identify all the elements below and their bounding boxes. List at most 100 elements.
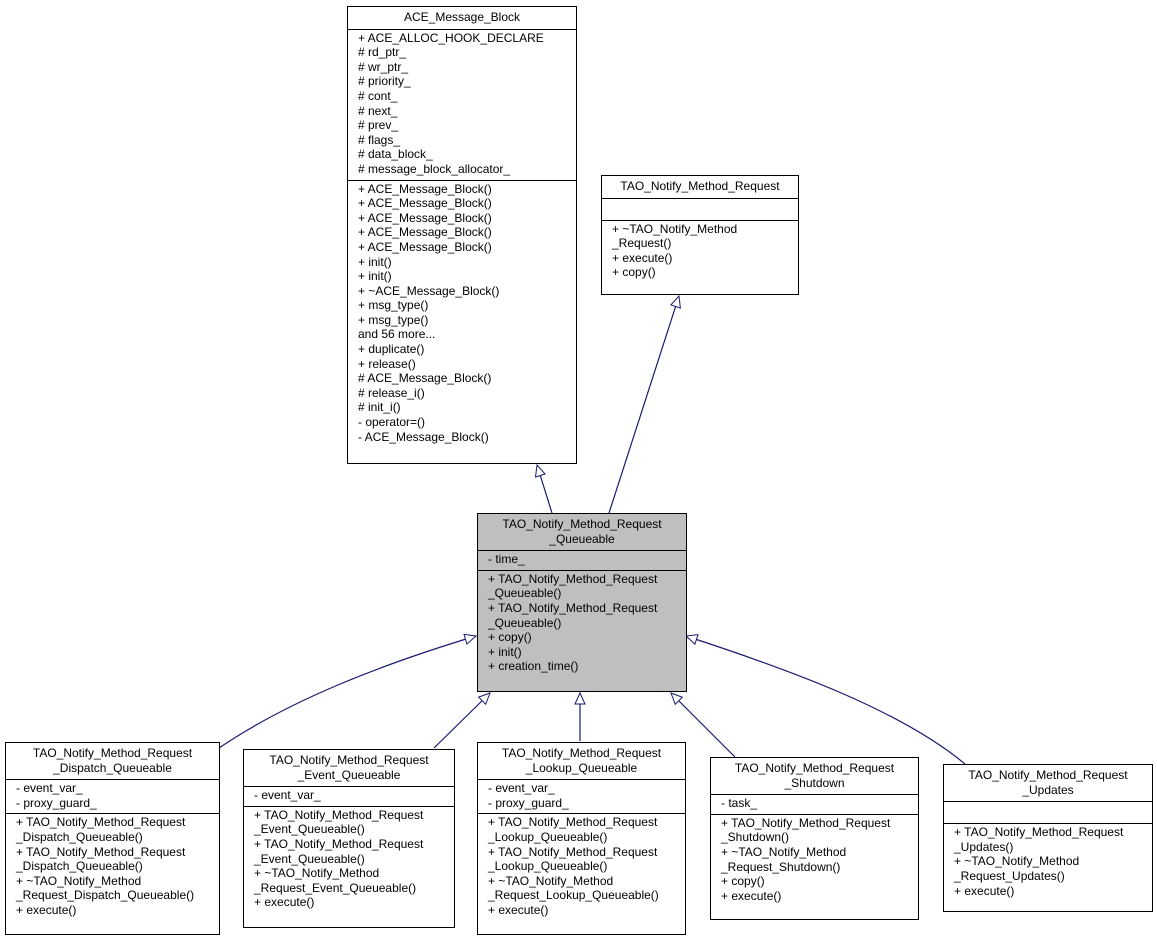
attribute-item: - event_var_ bbox=[16, 781, 83, 796]
class-title: TAO_Notify_Method_Request bbox=[602, 176, 798, 198]
attribute-item: # rd_ptr_ bbox=[358, 45, 407, 60]
method-list: + TAO_Notify_Method_Request _Shutdown() … bbox=[711, 813, 918, 907]
attribute-item: - task_ bbox=[721, 796, 758, 811]
method-item: + TAO_Notify_Method_Request bbox=[488, 571, 658, 586]
edge-shutdown-to-queueable bbox=[670, 692, 736, 758]
method-list: + TAO_Notify_Method_Request _Queueable()… bbox=[478, 569, 686, 677]
attribute-list: - event_var_ - proxy_guard_ bbox=[6, 779, 219, 813]
method-item: + TAO_Notify_Method_Request bbox=[721, 815, 891, 830]
class-title-line: TAO_Notify_Method_Request bbox=[620, 179, 780, 193]
method-list: + ~TAO_Notify_Method _Request() + execut… bbox=[602, 219, 798, 283]
attribute-item: - event_var_ bbox=[488, 781, 555, 796]
method-item: _Request() bbox=[612, 236, 672, 251]
class-title-line: _Queueable bbox=[549, 531, 615, 546]
class-ace-message-block[interactable]: ACE_Message_Block + ACE_ALLOC_HOOK_DECLA… bbox=[347, 6, 577, 464]
class-title: TAO_Notify_Method_Request _Updates bbox=[944, 765, 1152, 801]
class-title-line: _Dispatch_Queueable bbox=[53, 760, 172, 775]
attribute-list: - event_var_ bbox=[244, 786, 454, 806]
method-item: + ACE_Message_Block() bbox=[358, 225, 492, 240]
class-title-line: ACE_Message_Block bbox=[403, 10, 521, 24]
attribute-item: - proxy_guard_ bbox=[488, 795, 569, 810]
method-item: + TAO_Notify_Method_Request bbox=[16, 815, 186, 830]
attribute-item: # next_ bbox=[358, 103, 398, 118]
method-item: + TAO_Notify_Method_Request bbox=[254, 807, 424, 822]
method-item: + init() bbox=[488, 644, 522, 659]
method-item: + init() bbox=[358, 254, 392, 269]
attribute-item: # wr_ptr_ bbox=[358, 59, 409, 74]
attribute-item: # message_block_allocator_ bbox=[358, 161, 511, 176]
attribute-list: + ACE_ALLOC_HOOK_DECLARE # rd_ptr_ # wr_… bbox=[348, 28, 576, 180]
method-item: + ~ACE_Message_Block() bbox=[358, 283, 500, 298]
attribute-item: # priority_ bbox=[358, 74, 411, 89]
edge-event-to-queueable bbox=[433, 692, 491, 749]
method-item: + ACE_Message_Block() bbox=[358, 196, 492, 211]
attribute-item: - time_ bbox=[488, 552, 525, 567]
class-title: TAO_Notify_Method_Request _Shutdown bbox=[711, 758, 918, 794]
attribute-list: - event_var_ - proxy_guard_ bbox=[478, 779, 685, 813]
class-event-queueable[interactable]: TAO_Notify_Method_Request _Event_Queueab… bbox=[243, 749, 455, 928]
method-item: + copy() bbox=[612, 265, 656, 280]
method-item: + copy() bbox=[488, 630, 532, 645]
method-item: _Event_Queueable() bbox=[254, 851, 365, 866]
method-item: + ACE_Message_Block() bbox=[358, 181, 492, 196]
attribute-item: + ACE_ALLOC_HOOK_DECLARE bbox=[358, 30, 544, 45]
attribute-item: # cont_ bbox=[358, 88, 398, 103]
class-title: TAO_Notify_Method_Request _Event_Queueab… bbox=[244, 750, 454, 786]
attribute-list: - task_ bbox=[711, 794, 918, 814]
method-item: + duplicate() bbox=[358, 342, 425, 357]
class-title-line: _Event_Queueable bbox=[297, 767, 401, 782]
method-item: _Dispatch_Queueable() bbox=[16, 859, 143, 874]
method-item: - ACE_Message_Block() bbox=[358, 429, 489, 444]
method-item: _Lookup_Queueable() bbox=[488, 859, 608, 874]
class-updates[interactable]: TAO_Notify_Method_Request _Updates + TAO… bbox=[943, 764, 1153, 912]
class-title-line: TAO_Notify_Method_Request bbox=[502, 517, 662, 531]
method-item: + execute() bbox=[612, 250, 673, 265]
method-item: + TAO_Notify_Method_Request bbox=[488, 815, 658, 830]
class-title-line: TAO_Notify_Method_Request bbox=[32, 746, 193, 760]
method-item: _Queueable() bbox=[488, 615, 562, 630]
class-shutdown[interactable]: TAO_Notify_Method_Request _Shutdown - ta… bbox=[710, 757, 919, 920]
attribute-item: - event_var_ bbox=[254, 788, 321, 803]
class-dispatch-queueable[interactable]: TAO_Notify_Method_Request _Dispatch_Queu… bbox=[5, 742, 220, 935]
method-item: _Updates() bbox=[954, 839, 1014, 854]
method-item: + TAO_Notify_Method_Request bbox=[488, 600, 658, 615]
method-list: + TAO_Notify_Method_Request _Dispatch_Qu… bbox=[6, 813, 219, 920]
method-item: _Request_Lookup_Queueable() bbox=[488, 888, 659, 903]
attribute-item: # prev_ bbox=[358, 118, 399, 133]
method-list: + ACE_Message_Block() + ACE_Message_Bloc… bbox=[348, 179, 576, 448]
class-title-line: TAO_Notify_Method_Request bbox=[269, 753, 429, 767]
method-item: _Request_Updates() bbox=[954, 868, 1065, 883]
method-item: _Event_Queueable() bbox=[254, 822, 365, 837]
method-item: - operator=() bbox=[358, 415, 426, 430]
method-item: + TAO_Notify_Method_Request bbox=[488, 844, 658, 859]
edge-updates-to-queueable bbox=[684, 634, 966, 765]
method-item: + execute() bbox=[488, 902, 549, 917]
class-lookup-queueable[interactable]: TAO_Notify_Method_Request _Lookup_Queuea… bbox=[477, 742, 686, 935]
class-title-line: _Lookup_Queueable bbox=[525, 760, 638, 775]
method-item: _Lookup_Queueable() bbox=[488, 829, 608, 844]
method-item: + ~TAO_Notify_Method bbox=[16, 873, 142, 888]
method-item: + execute() bbox=[16, 902, 77, 917]
method-item: + execute() bbox=[954, 883, 1015, 898]
class-title-line: _Shutdown bbox=[784, 775, 845, 790]
attribute-list: - time_ bbox=[478, 550, 686, 570]
edge-dispatch-to-queueable bbox=[218, 633, 478, 749]
method-list: + TAO_Notify_Method_Request _Lookup_Queu… bbox=[478, 813, 685, 920]
attribute-list bbox=[944, 801, 1152, 823]
method-item: + copy() bbox=[721, 874, 765, 889]
method-item: + creation_time() bbox=[488, 659, 579, 674]
class-title-line: TAO_Notify_Method_Request bbox=[734, 761, 895, 775]
class-tao-notify-method-request[interactable]: TAO_Notify_Method_Request + ~TAO_Notify_… bbox=[601, 175, 799, 295]
method-item: + execute() bbox=[254, 895, 315, 910]
method-item: + TAO_Notify_Method_Request bbox=[16, 844, 186, 859]
more-methods-link[interactable]: and 56 more... bbox=[358, 327, 436, 342]
method-item: + ~TAO_Notify_Method bbox=[612, 221, 738, 236]
attribute-item: - proxy_guard_ bbox=[16, 795, 97, 810]
class-title: ACE_Message_Block bbox=[348, 7, 576, 29]
class-tao-notify-method-request-queueable[interactable]: TAO_Notify_Method_Request _Queueable - t… bbox=[477, 513, 687, 692]
method-item: _Dispatch_Queueable() bbox=[16, 829, 143, 844]
method-item: + release() bbox=[358, 356, 416, 371]
method-item: + ~TAO_Notify_Method bbox=[488, 873, 614, 888]
method-item: + ~TAO_Notify_Method bbox=[954, 854, 1080, 869]
